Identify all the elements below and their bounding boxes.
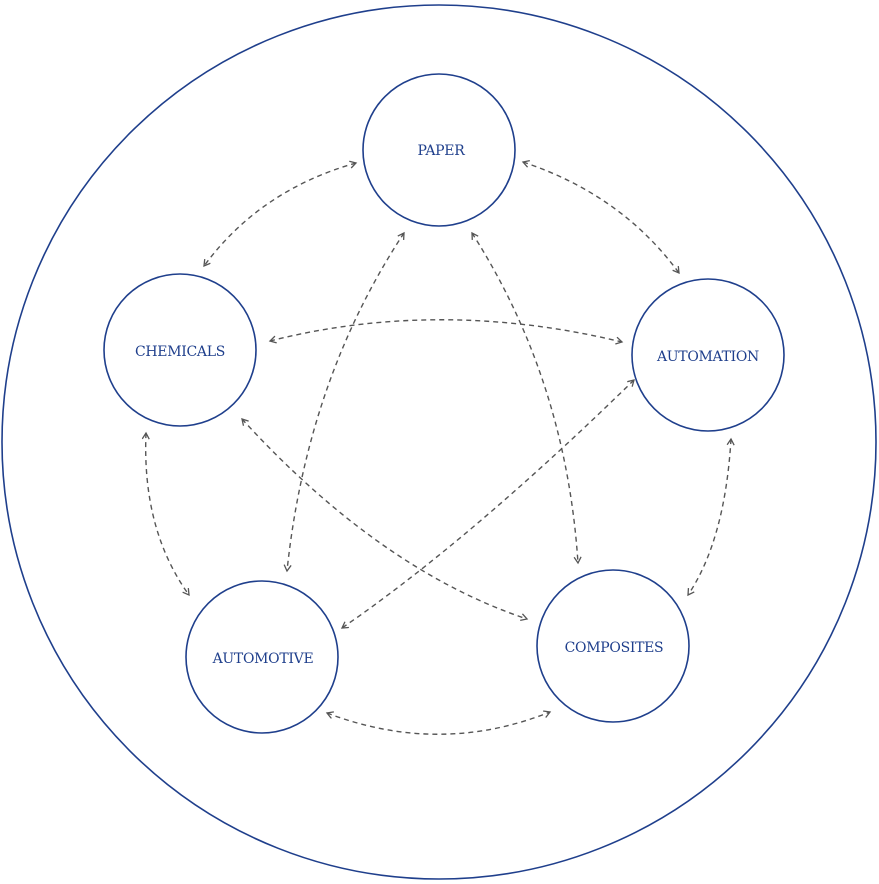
node-automation-circle	[631, 278, 785, 432]
link-automotive-composites	[327, 712, 550, 735]
node-automation-label: AUTOMATION	[656, 349, 759, 365]
node-automotive-label: AUTOMOTIVE	[212, 651, 314, 667]
node-composites-circle	[536, 569, 690, 723]
node-chemicals[interactable]: CHEMICALS	[103, 273, 257, 427]
node-automotive[interactable]: AUTOMOTIVE	[185, 580, 339, 734]
link-chemicals-automotive	[146, 433, 189, 595]
links-layer	[146, 162, 731, 735]
link-paper-chemicals	[204, 163, 356, 266]
node-paper[interactable]: PAPER	[362, 73, 516, 227]
link-paper-automotive	[287, 233, 404, 571]
node-chemicals-label: CHEMICALS	[135, 344, 225, 360]
nodes-layer: PAPER CHEMICALS AUTOMATION AUTOMOTIVE CO…	[103, 73, 785, 734]
link-automation-composites	[688, 439, 731, 595]
link-paper-automation	[523, 162, 679, 273]
node-paper-circle	[362, 73, 516, 227]
node-composites-label: COMPOSITES	[565, 640, 664, 656]
node-chemicals-circle	[103, 273, 257, 427]
node-automation[interactable]: AUTOMATION	[631, 278, 785, 432]
node-paper-label: PAPER	[418, 143, 466, 159]
link-chemicals-automation	[270, 319, 622, 342]
link-automation-automotive	[342, 380, 634, 628]
node-automotive-circle	[185, 580, 339, 734]
node-composites[interactable]: COMPOSITES	[536, 569, 690, 723]
link-paper-composites	[472, 233, 578, 563]
outer-boundary-circle	[1, 4, 877, 880]
